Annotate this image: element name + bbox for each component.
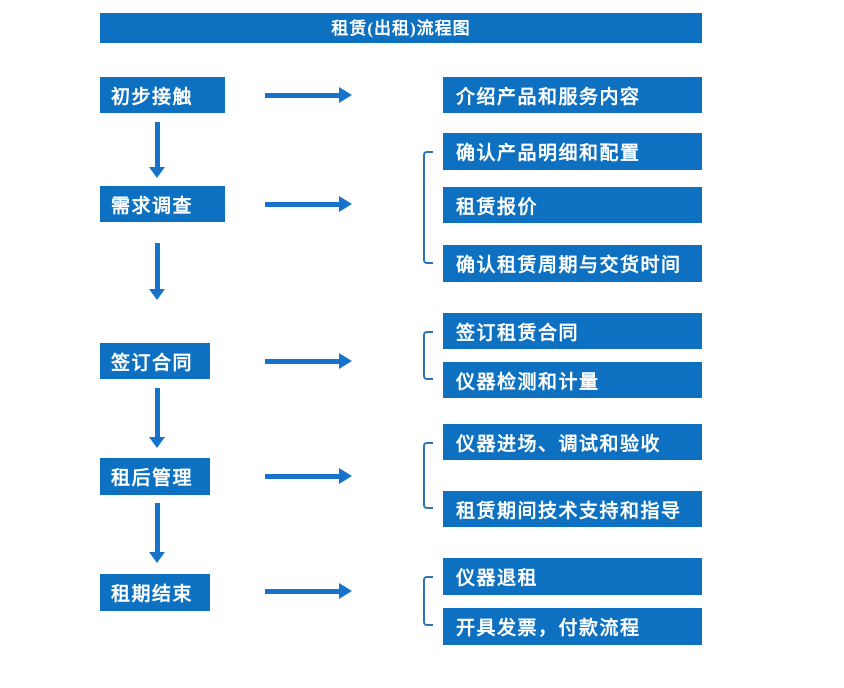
arrow-shaft	[154, 122, 160, 167]
arrow-down-icon	[149, 388, 165, 448]
arrow-head	[149, 167, 165, 178]
step-rental-end: 租期结束	[100, 574, 210, 611]
arrow-head	[339, 468, 352, 484]
step-sign-contract: 签订合同	[100, 343, 210, 379]
arrow-shaft	[154, 243, 160, 289]
arrow-right-icon	[265, 468, 352, 484]
detail-tech-support-during-rental: 租赁期间技术支持和指导	[443, 491, 702, 527]
detail-introduce-products-services: 介绍产品和服务内容	[443, 77, 702, 113]
arrow-shaft	[265, 92, 339, 98]
step-demand-survey: 需求调查	[100, 186, 225, 222]
detail-instrument-setup-acceptance: 仪器进场、调试和验收	[443, 424, 702, 460]
detail-instrument-return: 仪器退租	[443, 558, 702, 595]
arrow-shaft	[265, 588, 339, 594]
arrow-head	[149, 437, 165, 448]
flowchart-title: 租赁(出租)流程图	[100, 13, 702, 43]
arrow-head	[339, 583, 352, 599]
detail-invoice-payment-process: 开具发票，付款流程	[443, 608, 702, 645]
arrow-shaft	[265, 201, 339, 207]
arrow-head	[339, 353, 352, 369]
detail-sign-rental-contract: 签订租赁合同	[443, 313, 702, 349]
group-bracket-demand-survey	[423, 151, 433, 264]
group-bracket-sign-contract	[423, 331, 433, 380]
detail-confirm-product-spec: 确认产品明细和配置	[443, 133, 702, 170]
arrow-shaft	[265, 473, 339, 479]
arrow-down-icon	[149, 122, 165, 178]
detail-confirm-rental-period-delivery: 确认租赁周期与交货时间	[443, 245, 702, 282]
arrow-right-icon	[265, 583, 352, 599]
arrow-down-icon	[149, 243, 165, 300]
arrow-right-icon	[265, 353, 352, 369]
arrow-shaft	[154, 503, 160, 552]
step-initial-contact: 初步接触	[100, 77, 225, 113]
arrow-shaft	[154, 388, 160, 437]
arrow-head	[149, 552, 165, 563]
arrow-head	[339, 87, 352, 103]
detail-instrument-testing-metering: 仪器检测和计量	[443, 362, 702, 398]
group-bracket-rental-end	[423, 576, 433, 626]
arrow-shaft	[265, 358, 339, 364]
step-post-rental-management: 租后管理	[100, 458, 210, 495]
arrow-down-icon	[149, 503, 165, 563]
detail-rental-quotation: 租赁报价	[443, 187, 702, 223]
arrow-head	[149, 289, 165, 300]
group-bracket-post-rental	[423, 442, 433, 509]
arrow-right-icon	[265, 196, 352, 212]
arrow-head	[339, 196, 352, 212]
arrow-right-icon	[265, 87, 352, 103]
